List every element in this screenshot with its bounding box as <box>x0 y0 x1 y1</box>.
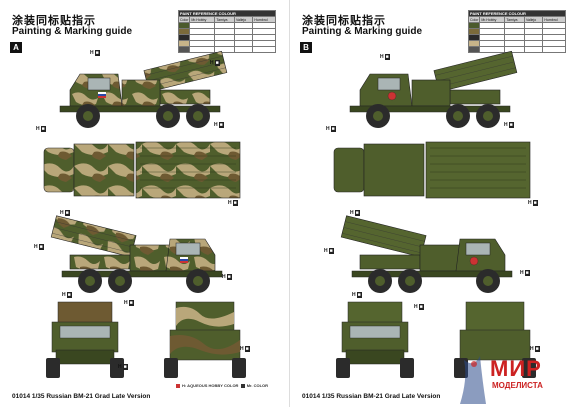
title-english: Painting & Marking guide <box>302 26 423 37</box>
color-swatch <box>177 46 191 53</box>
truck-top-view-camo <box>43 141 241 199</box>
title-english: Painting & Marking guide <box>12 26 133 37</box>
page-variant-a: 涂装同标贴指示 Painting & Marking guide A PAINT… <box>10 0 290 407</box>
watermark-subtext: МОДЕЛИСТА <box>492 381 543 390</box>
truck-rear-view-olive <box>454 301 536 378</box>
watermark-text: МИР <box>490 356 542 381</box>
decal-callout: H■ <box>528 200 538 206</box>
paint-reference-table: PAINT REFERENCE COLOUR Color Mr.Hobby Ta… <box>177 10 276 53</box>
truck-front-view-camo <box>46 301 124 378</box>
decal-callout: H■ <box>36 126 46 132</box>
decal-callout: H■ <box>60 210 70 216</box>
truck-rear-view-camo <box>164 301 246 378</box>
decal-callout: H■ <box>214 122 224 128</box>
decal-callout: H■ <box>90 50 100 56</box>
decal-callout: H■ <box>504 122 514 128</box>
decal-callout: H■ <box>210 60 220 66</box>
page-variant-b: 涂装同标贴指示 Painting & Marking guide B PAINT… <box>290 0 580 407</box>
decal-callout: H■ <box>222 274 232 280</box>
decal-callout: H■ <box>62 292 72 298</box>
paint-reference-table: PAINT REFERENCE COLOUR Color Mr.Hobby Ta… <box>467 10 566 53</box>
variant-badge-b: B <box>300 42 312 53</box>
truck-top-view-olive <box>333 141 531 199</box>
legend-marker-icon <box>240 383 245 388</box>
decal-callout: H■ <box>124 300 134 306</box>
decal-callout: H■ <box>228 200 238 206</box>
truck-front-view-olive <box>336 301 414 378</box>
decal-callout: H■ <box>530 346 540 352</box>
decal-callout: H■ <box>414 304 424 310</box>
truck-side-view-camo <box>59 50 228 128</box>
variant-badge-a: A <box>10 42 22 53</box>
decal-callout: H■ <box>324 248 334 254</box>
decal-callout: H■ <box>380 54 390 60</box>
decal-callout: H■ <box>520 270 530 276</box>
decal-callout: H■ <box>352 292 362 298</box>
decal-callout: H■ <box>350 210 360 216</box>
truck-side-view-olive-right <box>340 215 513 293</box>
footer-caption: 01014 1/35 Russian BM-21 Grad Late Versi… <box>12 393 151 400</box>
truck-side-view-camo-right <box>50 215 223 293</box>
watermark-logo <box>460 356 486 404</box>
title-chinese: 涂装同标贴指示 <box>302 14 386 27</box>
decal-callout: H■ <box>326 126 336 132</box>
legend-marker-icon <box>176 383 180 388</box>
decal-callout: H■ <box>118 364 128 370</box>
footer-caption: 01014 1/35 Russian BM-21 Grad Late Versi… <box>302 393 441 400</box>
table-row <box>467 46 566 53</box>
table-row <box>177 46 276 53</box>
decal-callout: H■ <box>34 244 44 250</box>
color-swatch <box>467 46 481 53</box>
truck-side-view-olive <box>349 50 518 128</box>
paint-legend: H: AQUEOUS HOBBY COLOR Mr. COLOR <box>176 383 268 388</box>
decal-callout: H■ <box>240 346 250 352</box>
title-chinese: 涂装同标贴指示 <box>12 14 96 27</box>
